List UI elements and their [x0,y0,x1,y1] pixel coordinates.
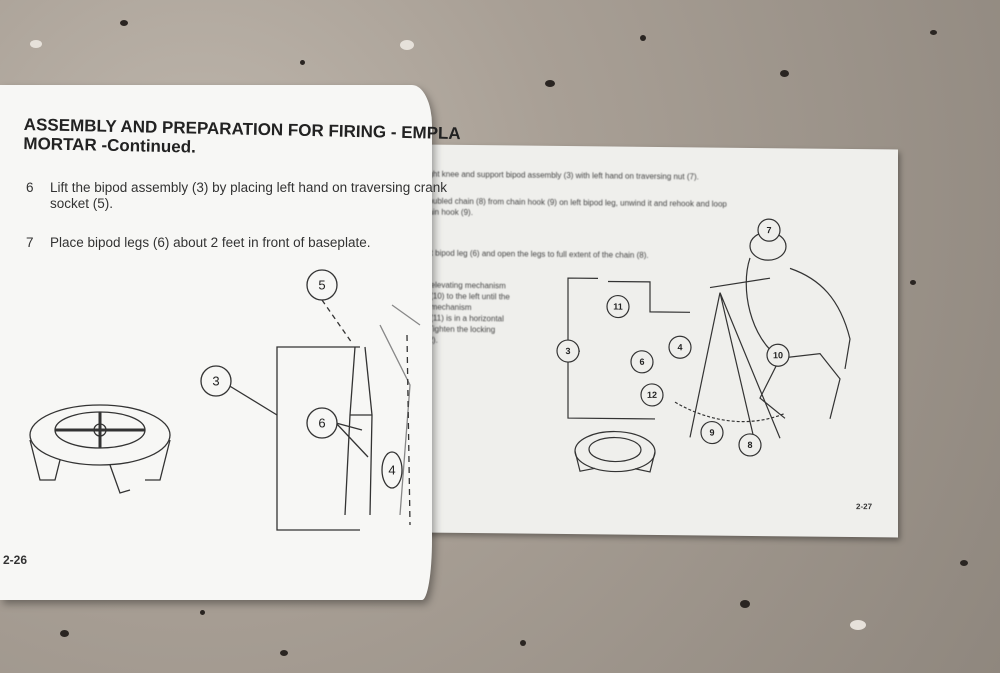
callout-4: 4 [677,342,682,352]
callout-5: 5 [318,278,325,293]
callout-6: 6 [318,416,325,431]
step-6: 6 Lift the bipod assembly (3) by placing… [26,180,447,212]
page-number: 2-26 [3,553,28,567]
step-number: 7 [26,235,34,250]
callout-4: 4 [388,463,395,478]
callout-7: 7 [766,225,771,235]
bipod-lift-illustration: 5 3 6 4 [29,269,421,531]
callout-12: 12 [647,390,657,400]
step-text: socket (5). [50,196,114,211]
step-text: Lift the bipod assembly (3) by placing l… [50,180,447,195]
callout-3: 3 [212,374,219,389]
callout-6: 6 [639,357,644,367]
step-7: 7 Place bipod legs (6) about 2 feet in f… [26,235,371,251]
callout-9: 9 [709,428,714,438]
mortar-emplacement-illustration: 7 11 3 4 6 10 12 9 8 [556,218,851,473]
step-text: Place bipod legs (6) about 2 feet in fro… [50,235,371,250]
step-number: 6 [26,180,34,195]
left-page: ASSEMBLY AND PREPARATION FOR FIRING - EM… [0,85,461,600]
right-page: right knee and support bipod assembly (3… [420,144,898,538]
page-number: 2-27 [856,502,873,512]
callout-10: 10 [773,350,783,360]
callout-3: 3 [565,346,570,356]
callout-8: 8 [747,440,752,450]
callout-11: 11 [613,302,623,312]
